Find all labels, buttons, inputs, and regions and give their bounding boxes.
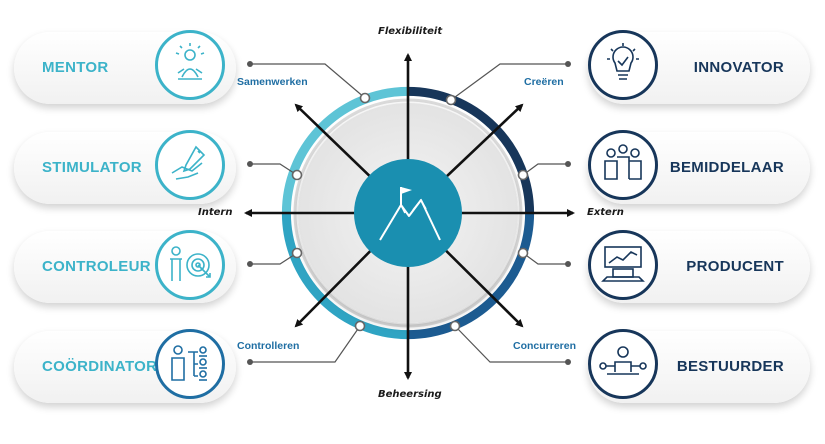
connector-dots (247, 61, 571, 365)
laptop-chart-icon (588, 230, 658, 300)
axis-label-left: Intern (198, 207, 233, 218)
ring-top-right (407, 86, 535, 214)
connectors-left (250, 63, 366, 363)
role-label-innovator: INNOVATOR (693, 59, 784, 76)
role-label-stimulator: STIMULATOR (42, 159, 142, 176)
role-label-bemiddelaar: BEMIDDELAAR (669, 159, 784, 176)
role-label-coordinator: COÖRDINATOR (42, 358, 158, 375)
axis-label-top: Flexibiliteit (378, 26, 443, 37)
mountain-flag-icon (354, 159, 462, 267)
axis-label-right: Extern (587, 207, 624, 218)
ring-top-left (281, 86, 409, 214)
quadrant-label-samenwerken: Samenwerken (237, 76, 308, 88)
org-chart-icon (155, 329, 225, 399)
ring-dots (291, 92, 529, 332)
lightbulb-check-icon (588, 30, 658, 100)
target-presenter-icon (155, 230, 225, 300)
role-label-bestuurder: BESTUURDER (676, 358, 784, 375)
role-label-mentor: MENTOR (42, 59, 109, 76)
quadrant-label-controlleren: Controlleren (237, 340, 300, 352)
person-network-icon (588, 329, 658, 399)
quadrant-label-creeren: Creëren (524, 76, 564, 88)
handshake-pen-icon (155, 130, 225, 200)
group-people-icon (588, 130, 658, 200)
connectors-right (450, 63, 568, 363)
meditation-person-icon (155, 30, 225, 100)
quadrant-label-concurreren: Concurreren (513, 340, 577, 352)
role-label-controleur: CONTROLEUR (42, 258, 151, 275)
role-label-producent: PRODUCENT (686, 258, 784, 275)
axis-label-bottom: Beheersing (378, 389, 442, 400)
